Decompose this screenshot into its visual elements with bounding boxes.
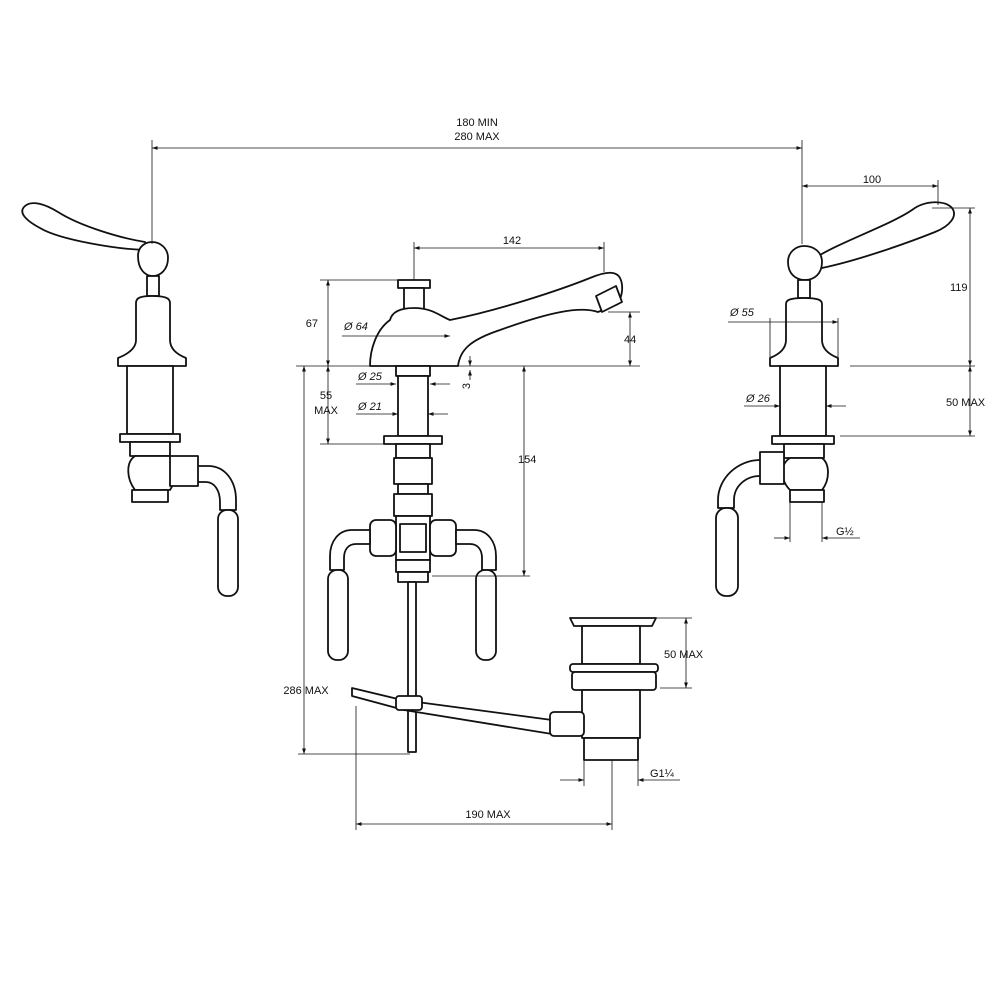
label-tap-base-diameter: Ø 55 [729,307,755,319]
label-centres-max: 280 MAX [454,131,500,143]
waste-body [581,689,641,739]
centre-spout [327,271,624,753]
spout-shank [397,375,429,437]
label-deck-max-suffix: MAX [314,405,339,417]
label-waste-deck-max: 50 MAX [664,649,704,661]
label-tap-shank-diameter: Ø 26 [745,393,771,405]
label-spout-shank-length: 154 [518,454,536,466]
left-tap-shank [126,365,174,435]
label-spout-outlet-height: 44 [624,334,636,346]
label-deck-max-value: 55 [320,390,332,402]
label-body-height: 67 [306,318,318,330]
waste-tail-thread [583,737,639,761]
right-tap-capstan [787,245,823,281]
label-tap-deck-max: 50 MAX [946,397,986,409]
dimension-labels: 180 MIN 280 MAX 100 142 67 Ø 64 44 3 Ø 2… [283,117,985,821]
label-base-clearance: 3 [461,383,473,389]
right-tap-flexible-hose [715,507,739,597]
waste-lever-arm [351,687,553,735]
left-lever-handle [21,202,151,251]
spout-right-supply [455,529,497,571]
label-tap-thread: G½ [836,526,854,538]
label-body-diameter: Ø 64 [343,321,368,333]
spout-left-supply [329,529,371,571]
label-overall-height-max: 286 MAX [283,685,329,697]
label-spout-reach: 142 [503,235,521,247]
right-tap-shank [779,365,827,437]
label-waste-thread: G1¼ [650,768,675,780]
label-shank-diameter-spout: Ø 21 [357,401,382,413]
left-tap-flexible-hose [217,509,239,597]
right-lever-handle [814,201,955,269]
left-tap-body [117,295,187,367]
spout-body [369,271,624,367]
dimensions [151,140,975,830]
spout-outlet [595,285,623,313]
pop-up-waste [351,617,659,761]
label-tap-height: 119 [950,282,968,294]
label-handle-reach: 100 [863,174,881,186]
left-tap [21,202,239,597]
right-tap [715,201,955,597]
label-waste-reach-max: 190 MAX [465,809,511,821]
right-tap-body [769,297,839,367]
left-tap-capstan [137,241,169,277]
label-centres-min: 180 MIN [456,117,498,129]
waste-flange [569,617,657,627]
label-thread-diameter-spout: Ø 25 [357,371,383,383]
pop-up-rod [407,581,417,753]
